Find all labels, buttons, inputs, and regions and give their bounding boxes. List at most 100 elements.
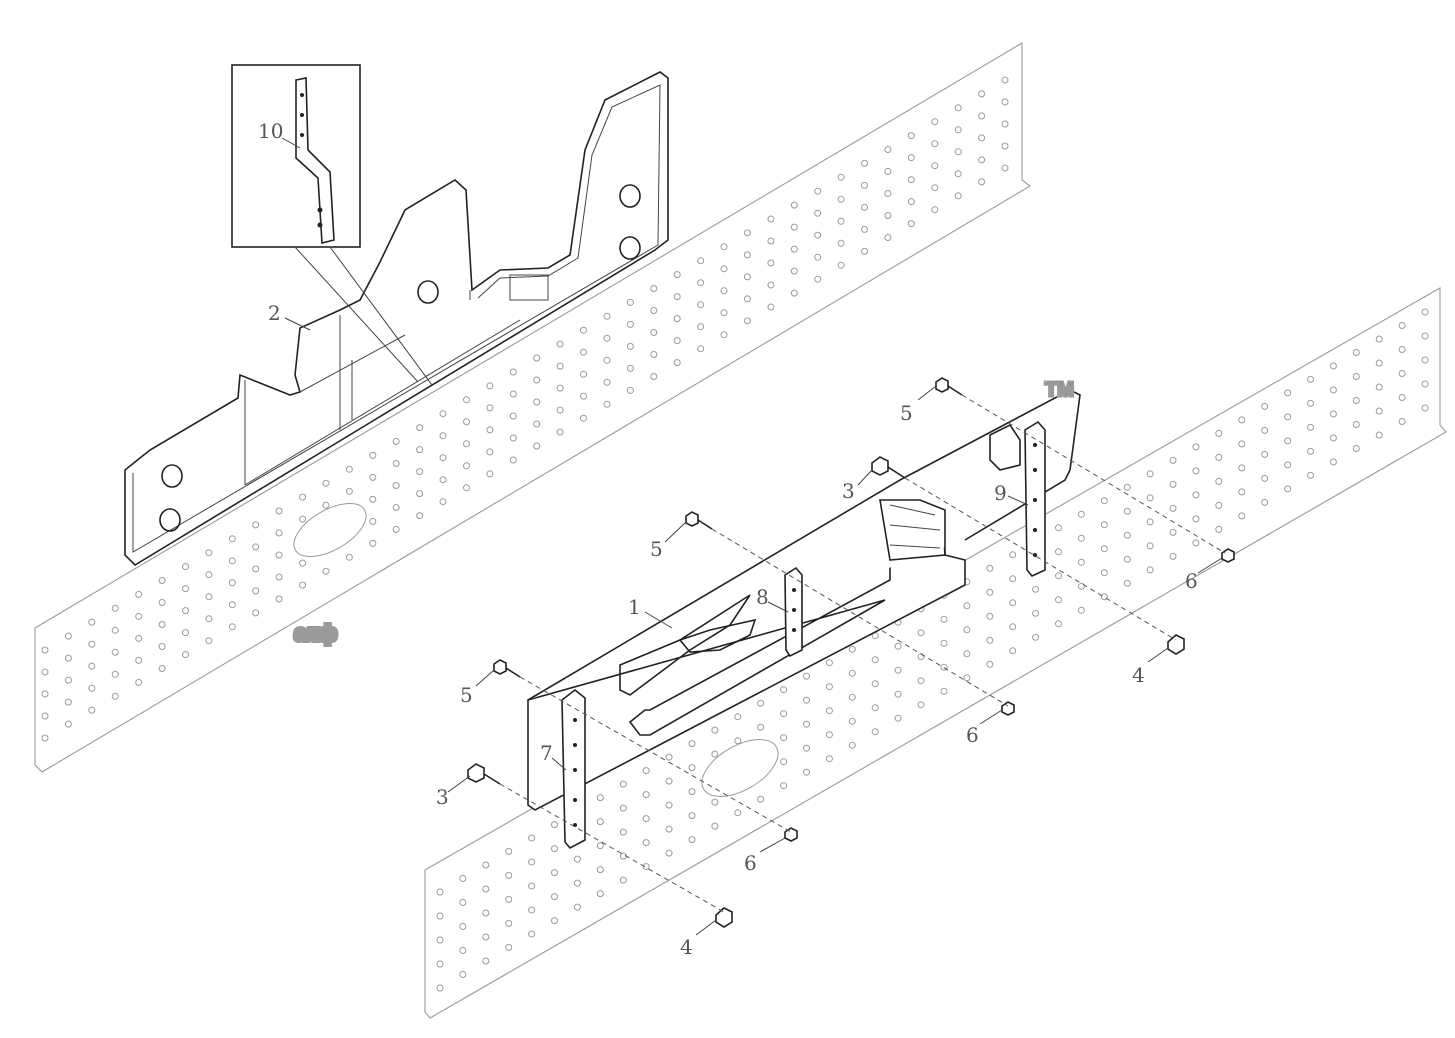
- rail-hole: [1261, 498, 1269, 506]
- rail-hole: [963, 602, 971, 610]
- rail-hole: [697, 279, 705, 287]
- rail-hole: [871, 680, 879, 688]
- rail-hole: [182, 651, 189, 659]
- rail-hole: [720, 243, 728, 251]
- rail-hole: [275, 573, 283, 581]
- rail-hole: [252, 543, 260, 551]
- rail-hole: [182, 563, 189, 571]
- rail-hole: [533, 354, 541, 362]
- rail-hole: [1055, 524, 1062, 532]
- rail-hole: [596, 818, 604, 826]
- rail-hole: [697, 323, 705, 331]
- rail-hole: [1307, 375, 1314, 383]
- rail-hole: [528, 906, 536, 914]
- rail-hole: [505, 872, 513, 879]
- callout-1: 1: [628, 595, 641, 619]
- rail-hole: [1123, 555, 1131, 563]
- rail-hole: [837, 261, 845, 269]
- rail-hole: [780, 686, 788, 694]
- rail-hole: [1032, 585, 1040, 593]
- rail-hole: [1146, 518, 1154, 526]
- rail-hole: [482, 861, 490, 869]
- rail-hole: [814, 231, 822, 239]
- rail-hole: [931, 140, 939, 148]
- rail-hole: [665, 777, 673, 785]
- rail-hole: [673, 293, 681, 301]
- rail-hole: [573, 903, 581, 911]
- rail-hole: [573, 879, 581, 887]
- rail-hole: [931, 206, 939, 214]
- rail-hole: [111, 626, 119, 634]
- rail-hole: [299, 581, 307, 589]
- rail-hole: [917, 701, 925, 709]
- rail-hole: [803, 696, 810, 704]
- rail-hole: [533, 420, 541, 428]
- rail-hole: [1192, 539, 1200, 547]
- rail-hole: [940, 687, 948, 695]
- rail-hole: [688, 812, 696, 820]
- lower-rail-slot: [701, 739, 779, 797]
- rail-hole: [1284, 485, 1292, 493]
- rail-hole: [135, 612, 143, 620]
- rail-hole: [954, 148, 962, 156]
- rail-hole: [158, 577, 166, 584]
- rail-hole: [596, 866, 604, 874]
- rail-hole: [861, 225, 868, 233]
- rail-hole: [603, 312, 611, 320]
- rail-hole: [416, 446, 424, 454]
- callout-6-right: 6: [1185, 569, 1198, 593]
- rail-hole: [1329, 410, 1337, 418]
- upper-support-bracket: [124, 71, 669, 567]
- rail-hole: [626, 342, 634, 350]
- rail-hole: [551, 917, 558, 925]
- rail-hole: [182, 585, 189, 593]
- rail-hole: [275, 595, 283, 603]
- rail-hole: [907, 154, 915, 162]
- rail-hole: [486, 470, 494, 478]
- rail-hole: [436, 888, 444, 896]
- rail-hole: [482, 933, 490, 941]
- rail-hole: [64, 698, 72, 706]
- rail-hole: [848, 645, 856, 653]
- rail-hole: [861, 203, 868, 211]
- rail-hole: [135, 656, 143, 664]
- rail-hole: [642, 815, 650, 823]
- rail-hole: [1375, 383, 1383, 391]
- callout-6-lower: 6: [744, 851, 757, 875]
- callout-5-left: 5: [460, 683, 473, 707]
- callout-3-left: 3: [436, 785, 449, 809]
- rail-hole: [907, 132, 915, 140]
- callout-10: 10: [258, 119, 283, 143]
- watermark-logo: алф TM: [292, 378, 1075, 649]
- rail-hole: [369, 473, 377, 481]
- rail-hole: [697, 345, 705, 353]
- bolt-5-left: [493, 659, 521, 678]
- rail-hole: [837, 217, 845, 225]
- rail-hole: [894, 714, 902, 722]
- rail-hole: [963, 674, 971, 682]
- rail-hole: [252, 609, 260, 617]
- rail-hole: [1192, 515, 1200, 523]
- rail-hole: [533, 398, 541, 406]
- rail-hole: [1192, 467, 1200, 475]
- rail-hole: [884, 190, 892, 197]
- rail-hole: [720, 309, 728, 317]
- callout-2: 2: [268, 301, 281, 325]
- rail-hole: [1055, 620, 1062, 628]
- rail-hole: [580, 326, 587, 334]
- rail-hole: [252, 521, 260, 529]
- rail-hole: [580, 370, 587, 378]
- rail-hole: [650, 329, 658, 336]
- nut-4-lower: [715, 907, 733, 928]
- rail-hole: [228, 623, 236, 631]
- rail-hole: [1001, 76, 1009, 84]
- rail-hole: [580, 392, 587, 400]
- rail-hole: [665, 801, 673, 809]
- rail-hole: [986, 612, 994, 620]
- rail-hole: [871, 656, 879, 664]
- rail-hole: [825, 707, 833, 715]
- rail-hole: [954, 104, 962, 112]
- rail-hole: [345, 465, 353, 473]
- rail-hole: [1375, 407, 1383, 415]
- rail-hole: [626, 298, 634, 306]
